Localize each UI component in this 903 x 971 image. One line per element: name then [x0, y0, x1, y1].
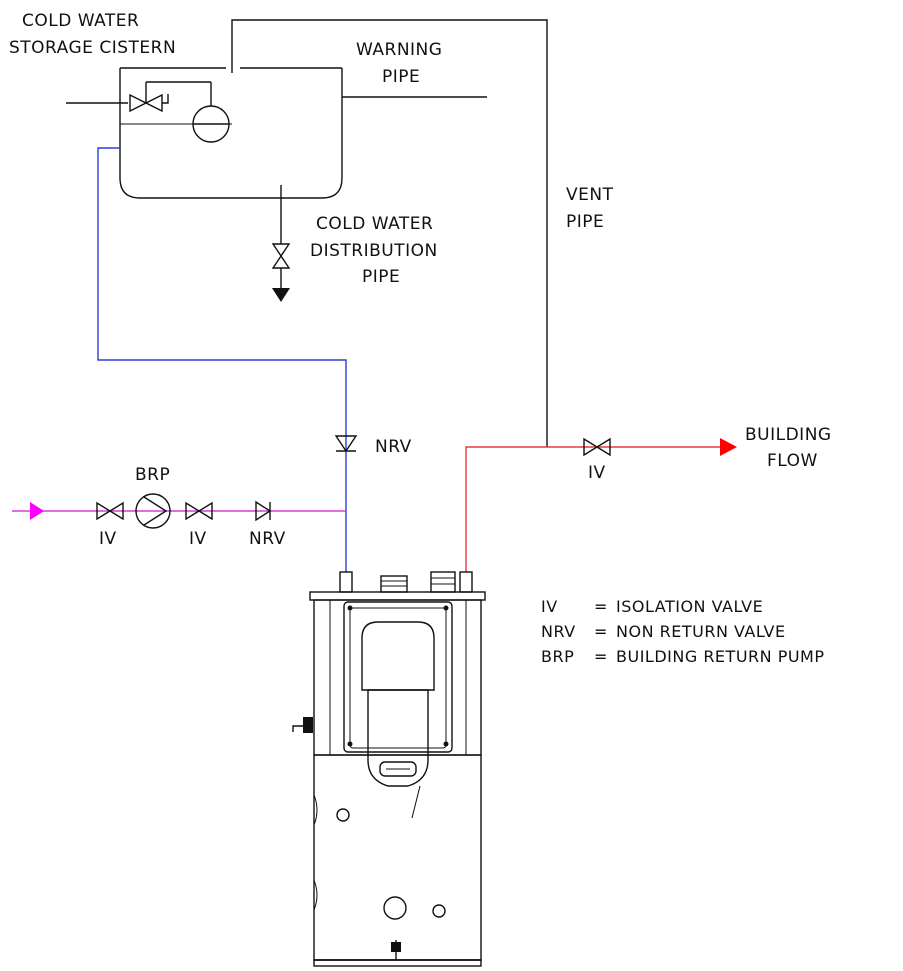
legend: IV = ISOLATION VALVE NRV = NON RETURN VA…: [541, 597, 825, 666]
legend-text-2: NON RETURN VALVE: [616, 622, 786, 641]
nrv-cold-feed-icon: [334, 435, 358, 453]
cold-water-storage-cistern: COLD WATER STORAGE CISTERN: [9, 11, 343, 199]
distribution-label-2: DISTRIBUTION: [310, 241, 438, 261]
iv-flow-label: IV: [588, 463, 606, 483]
legend-eq-2: =: [594, 622, 608, 641]
pump-icon: [135, 493, 171, 529]
distribution-arrow-icon: [272, 288, 290, 302]
nrv-return-label: NRV: [249, 529, 286, 549]
distribution-label-3: PIPE: [362, 267, 400, 287]
building-flow-pipe: IV BUILDING FLOW: [465, 425, 832, 572]
cistern-label-2: STORAGE CISTERN: [9, 38, 176, 58]
nrv-return-icon: [255, 500, 272, 522]
distribution-label-1: COLD WATER: [316, 214, 433, 234]
iv-return-1-label: IV: [99, 529, 117, 549]
cistern-label-1: COLD WATER: [22, 11, 139, 31]
cold-water-distribution-pipe: COLD WATER DISTRIBUTION PIPE: [271, 185, 438, 302]
water-heater-unit: [292, 571, 486, 967]
float-valve-icon: [129, 81, 212, 113]
iv-flow-icon: [583, 437, 611, 457]
side-valve-icon: [292, 717, 313, 733]
flow-arrow-icon: [720, 438, 737, 456]
flue-connector-1: [380, 575, 408, 593]
flue-connector-2: [430, 571, 456, 593]
legend-abbr-1: IV: [541, 597, 558, 616]
building-flow-label-2: FLOW: [767, 451, 818, 471]
cold-inlet-connector: [339, 571, 353, 593]
hot-outlet-connector: [459, 571, 473, 593]
nrv-cold-feed-label: NRV: [375, 437, 412, 457]
legend-text-1: ISOLATION VALVE: [616, 597, 763, 616]
return-arrow-icon: [30, 502, 44, 520]
vent-label-1: VENT: [566, 185, 614, 205]
vent-pipe: VENT PIPE: [231, 19, 614, 447]
building-flow-label-1: BUILDING: [745, 425, 832, 445]
iv-return-1-icon: [96, 501, 124, 521]
warning-label-1: WARNING: [356, 40, 442, 60]
legend-eq-3: =: [594, 647, 608, 666]
iv-return-2-icon: [185, 501, 213, 521]
warning-label-2: PIPE: [382, 67, 420, 87]
legend-eq-1: =: [594, 597, 608, 616]
control-panel: [361, 621, 435, 787]
building-return-pipe: BRP IV IV NRV: [12, 465, 346, 549]
drain-valve-icon: [391, 940, 401, 960]
legend-text-3: BUILDING RETURN PUMP: [616, 647, 825, 666]
legend-abbr-3: BRP: [541, 647, 574, 666]
warning-pipe: WARNING PIPE: [342, 40, 487, 98]
brp-label: BRP: [135, 465, 170, 485]
legend-abbr-2: NRV: [541, 622, 576, 641]
vent-label-2: PIPE: [566, 212, 604, 232]
iv-return-2-label: IV: [189, 529, 207, 549]
cold-feed-pipe: NRV: [97, 147, 412, 572]
distribution-valve-icon: [271, 243, 291, 269]
